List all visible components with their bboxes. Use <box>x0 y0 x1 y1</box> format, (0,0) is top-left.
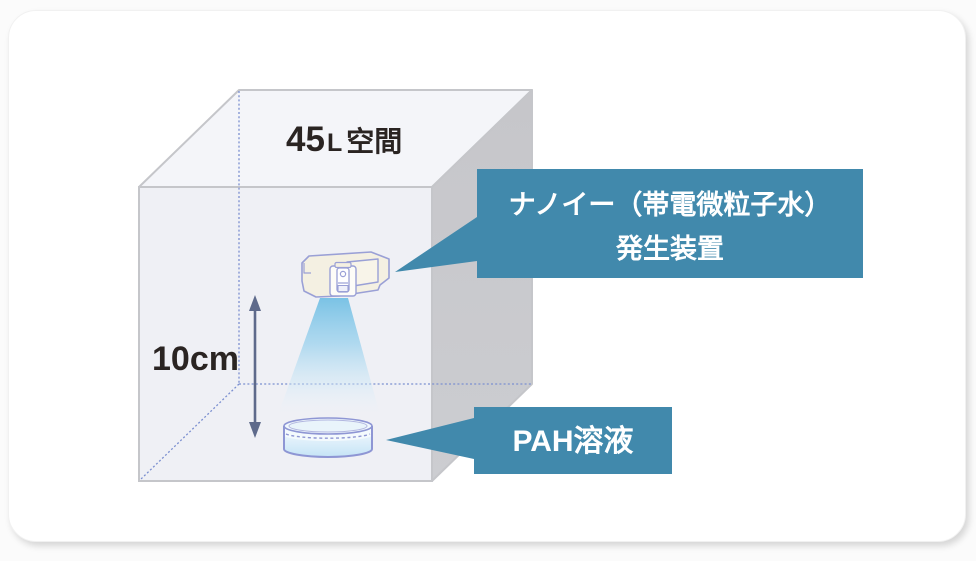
distance-label: 10cm <box>152 340 239 378</box>
volume-unit: L <box>327 129 342 157</box>
chamber-hidden-edges <box>139 91 531 481</box>
nanoe-device-icon <box>301 251 390 298</box>
device-left-notch <box>303 263 311 274</box>
nozzle-electrode-icon <box>339 270 347 278</box>
arrow-head-down-icon <box>249 422 261 438</box>
volume-value: 45 <box>286 120 325 159</box>
distance-measure: 10cm <box>152 295 261 438</box>
volume-word: 空間 <box>346 125 402 157</box>
solution-callout-box <box>474 407 672 474</box>
arrow-head-up-icon <box>249 295 261 311</box>
solution-callout: PAH溶液 <box>386 407 672 474</box>
chamber-box <box>138 89 533 482</box>
device-callout-line2: 発生装置 <box>615 234 724 264</box>
mist-spray-cone <box>278 298 380 415</box>
liquid-level-dashed-line <box>285 433 371 439</box>
solution-callout-pointer <box>386 418 474 459</box>
device-tab <box>334 261 352 269</box>
device-callout-line1: ナノイー（帯電微粒子水） <box>509 189 832 220</box>
device-callout-pointer <box>395 217 477 272</box>
dish-outline <box>283 426 373 458</box>
solution-callout-label: PAH溶液 <box>512 424 633 458</box>
dish-inner-surface <box>288 419 368 433</box>
petri-dish-icon <box>283 417 373 458</box>
dish-liquid <box>284 435 372 457</box>
device-callout: ナノイー（帯電微粒子水） 発生装置 <box>395 169 863 278</box>
hidden-edge-diagonal <box>139 383 240 481</box>
device-callout-box <box>477 169 863 278</box>
nozzle-base <box>337 284 349 293</box>
